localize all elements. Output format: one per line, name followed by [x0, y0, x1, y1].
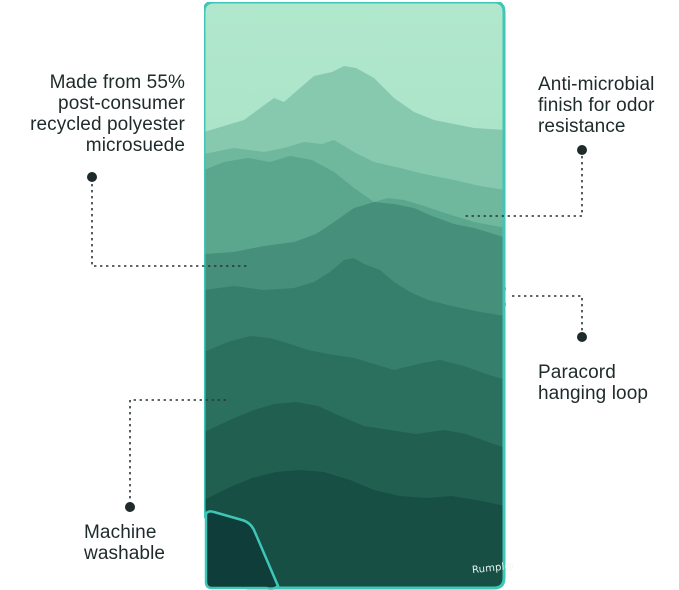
label-line: hanging loop	[538, 383, 649, 404]
label-machine-washable: Machine washable	[84, 522, 165, 564]
brand-tag-text: Rumpl	[471, 561, 506, 577]
label-line: microsuede	[85, 135, 185, 156]
mountain-ridge-8	[204, 470, 504, 588]
label-line: recycled polyester	[30, 114, 185, 135]
label-line: finish for odor	[538, 95, 655, 116]
label-line: Paracord	[538, 362, 616, 383]
label-line: post-consumer	[58, 93, 185, 114]
brand-mark-icon: ◎	[504, 560, 515, 573]
towel-illustration	[204, 2, 506, 590]
leader-dot-antimicrobial	[577, 145, 587, 155]
label-recycled-material: Made from 55% post-consumer recycled pol…	[20, 72, 185, 156]
label-line: washable	[84, 543, 166, 564]
towel-border	[204, 2, 506, 590]
label-line: Made from 55%	[49, 72, 185, 93]
leader-dot-paracord	[577, 332, 587, 342]
towel-folded-corner	[204, 510, 280, 590]
paracord-loop	[503, 286, 506, 306]
label-line: Anti-microbial	[538, 74, 655, 95]
leader-paracord	[512, 295, 583, 336]
label-line: resistance	[538, 116, 626, 137]
label-line: Machine	[84, 522, 157, 543]
leader-dot-material	[87, 172, 97, 182]
label-paracord-loop: Paracord hanging loop	[538, 362, 648, 404]
label-antimicrobial-finish: Anti-microbial finish for odor resistanc…	[538, 74, 655, 137]
leader-dot-washable	[125, 502, 135, 512]
